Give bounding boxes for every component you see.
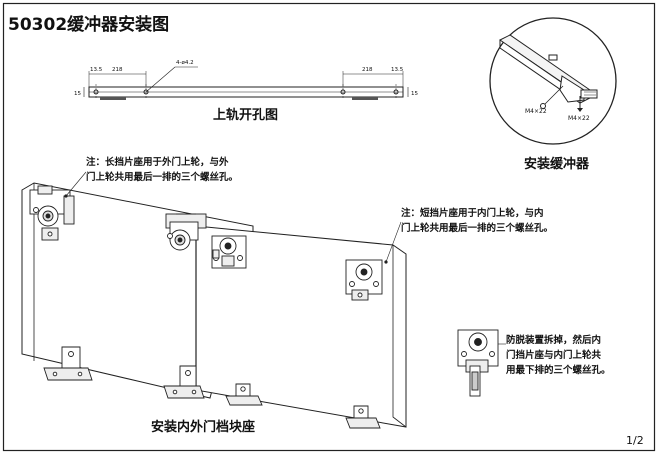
note-short-bracket: 注：短挡片座用于内门上轮，与内 门上轮共用最后一排的三个螺丝孔。 <box>401 206 553 236</box>
dim-right-pitch: 218 <box>362 67 373 73</box>
bottom-guide-blocks <box>43 346 381 429</box>
door-stopper-caption: 安装内外门档块座 <box>151 420 256 435</box>
note-short-line1: 注：短挡片座用于内门上轮，与内 <box>401 208 544 219</box>
buffer-install-caption: 安装缓冲器 <box>524 157 590 172</box>
page-title: 50302缓冲器安装图 <box>8 15 170 35</box>
note-long-line2: 门上轮共用最后一排的三个螺丝孔。 <box>86 172 239 183</box>
buffer-detail <box>489 17 617 145</box>
rail-hole <box>143 89 149 95</box>
dim-right-edge: 13.5 <box>391 67 404 73</box>
dim-left-edge: 13.5 <box>90 67 103 73</box>
screw-spec-left: M4×22 <box>525 108 547 115</box>
detail-circle <box>489 17 617 145</box>
note-anti-line2: 门挡片座与内门上轮共 <box>506 350 602 361</box>
note-leaders <box>64 171 402 264</box>
rail-hole <box>393 89 399 95</box>
rail-hole <box>93 89 99 95</box>
rail-drilling-caption: 上轨开孔图 <box>213 108 279 123</box>
rail-dimension-labels: 13.5 218 218 13.5 15 15 4-ø4.2 <box>74 60 418 97</box>
page-number: 1/2 <box>626 434 644 447</box>
note-anti-drop: 防脱装置拆掉，然后内 门挡片座与内门上轮共 用最下排的三个螺丝孔。 <box>506 333 611 378</box>
long-bracket-outer-wheel <box>29 185 75 241</box>
note-anti-line1: 防脱装置拆掉，然后内 <box>506 335 602 346</box>
anti-drop-detail <box>457 329 506 397</box>
dim-left-pitch: 218 <box>112 67 123 73</box>
short-bracket-inner-door-right <box>345 259 383 301</box>
note-long-line1: 注：长挡片座用于外门上轮，与外 <box>86 157 229 168</box>
note-short-line2: 门上轮共用最后一排的三个螺丝孔。 <box>401 223 554 234</box>
rail-drilling-drawing <box>83 66 409 100</box>
hole-spec: 4-ø4.2 <box>176 60 194 66</box>
bracket-top-middle <box>165 213 207 251</box>
dim-side-right: 15 <box>411 91 418 97</box>
note-long-bracket: 注：长挡片座用于外门上轮，与外 门上轮共用最后一排的三个螺丝孔。 <box>86 155 238 185</box>
short-bracket-inner-door-left <box>211 235 247 269</box>
dim-side-left: 15 <box>74 91 81 97</box>
door-panels <box>21 182 407 428</box>
note-anti-line3: 用最下排的三个螺丝孔。 <box>506 365 611 376</box>
rail-hole <box>340 89 346 95</box>
screw-spec-right: M4×22 <box>568 115 590 122</box>
